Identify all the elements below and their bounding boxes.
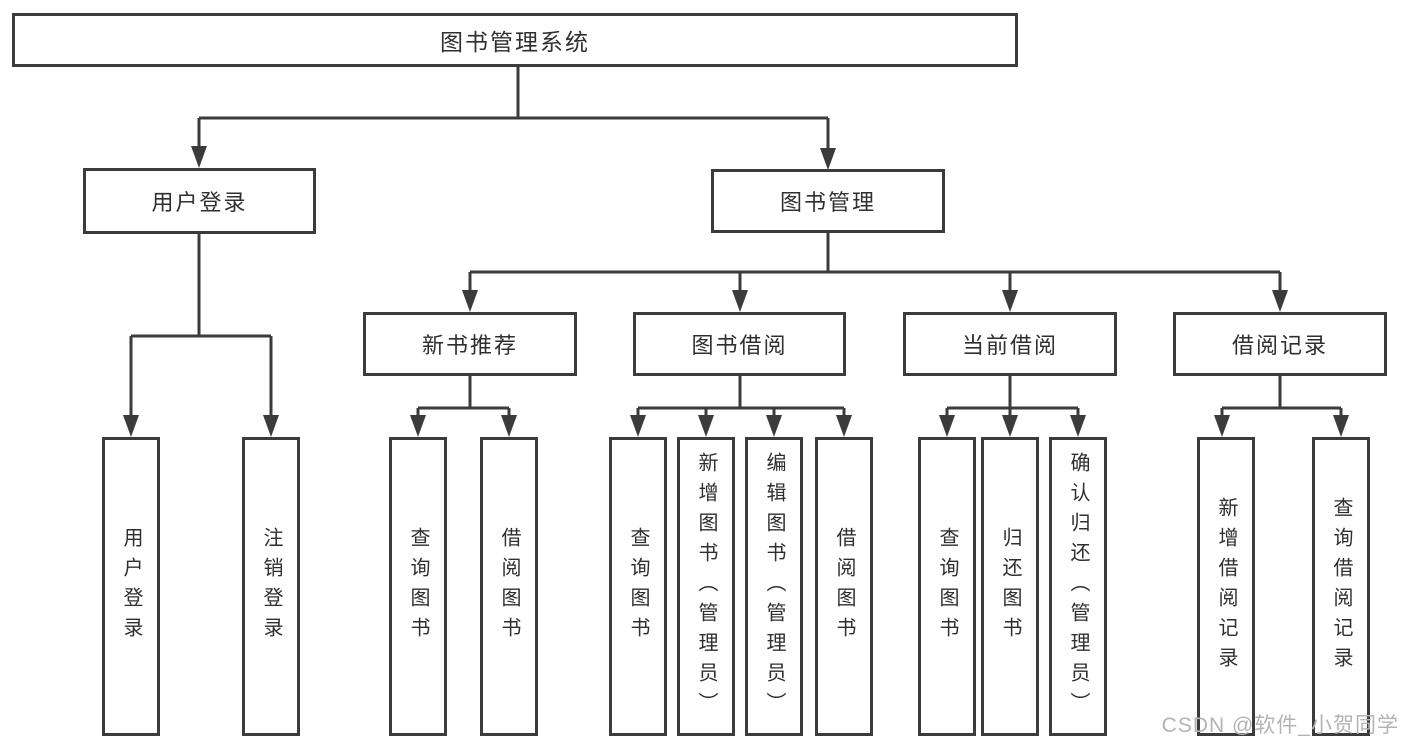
- leaf-query-books-current: 查询图书: [918, 437, 976, 736]
- leaf-logout: 注销登录: [242, 437, 300, 736]
- node-user-login: 用户登录: [83, 168, 316, 234]
- arrow-icon: [263, 415, 279, 437]
- arrow-icon: [191, 146, 207, 168]
- leaf-query-borrow-record: 查询借阅记录: [1312, 437, 1370, 736]
- arrow-icon: [1070, 415, 1086, 437]
- arrow-icon: [410, 415, 426, 437]
- arrow-icon: [766, 415, 782, 437]
- arrow-icon: [939, 415, 955, 437]
- leaf-borrow-books-recommend: 借阅图书: [480, 437, 538, 736]
- leaf-borrow-books: 借阅图书: [815, 437, 873, 736]
- arrow-icon: [732, 290, 748, 312]
- arrow-icon: [836, 415, 852, 437]
- leaf-query-books-borrow: 查询图书: [609, 437, 667, 736]
- arrow-icon: [1002, 415, 1018, 437]
- leaf-confirm-return-admin: 确认归还（管理员）: [1049, 437, 1107, 736]
- arrow-icon: [501, 415, 517, 437]
- arrow-icon: [1214, 415, 1230, 437]
- leaf-edit-books-admin: 编辑图书（管理员）: [745, 437, 803, 736]
- arrow-icon: [462, 290, 478, 312]
- leaf-user-login: 用户登录: [102, 437, 160, 736]
- arrow-icon: [1333, 415, 1349, 437]
- connector-root-to-level2: [197, 67, 830, 154]
- node-root: 图书管理系统: [12, 13, 1018, 67]
- node-book-borrow: 图书借阅: [633, 312, 846, 376]
- connector-userlogin-to-leaves: [129, 234, 273, 421]
- arrow-icon: [698, 415, 714, 437]
- csdn-watermark: CSDN @软件_小贺同学: [1161, 714, 1399, 737]
- arrow-icon: [123, 415, 139, 437]
- connector-bookmgmt-to-level3: [468, 233, 1282, 296]
- connector-borrowrecords-to-leaves: [1220, 376, 1343, 421]
- connector-stems: [129, 67, 1343, 421]
- connector-currentborrow-to-leaves: [945, 376, 1080, 421]
- node-new-book-recommend: 新书推荐: [363, 312, 577, 376]
- node-book-management: 图书管理: [711, 169, 945, 233]
- node-current-borrow: 当前借阅: [903, 312, 1117, 376]
- arrow-icon: [1272, 290, 1288, 312]
- leaf-return-books: 归还图书: [981, 437, 1039, 736]
- connector-bookborrow-to-leaves: [636, 376, 846, 421]
- arrow-icon: [1002, 290, 1018, 312]
- leaf-query-books-recommend: 查询图书: [389, 437, 447, 736]
- arrow-icon: [820, 148, 836, 170]
- leaf-add-borrow-record: 新增借阅记录: [1197, 437, 1255, 736]
- arrow-icon: [630, 415, 646, 437]
- arrowheads: [123, 146, 1349, 437]
- connector-newbooks-to-leaves: [416, 376, 511, 421]
- leaf-add-books-admin: 新增图书（管理员）: [677, 437, 735, 736]
- node-borrow-records: 借阅记录: [1173, 312, 1387, 376]
